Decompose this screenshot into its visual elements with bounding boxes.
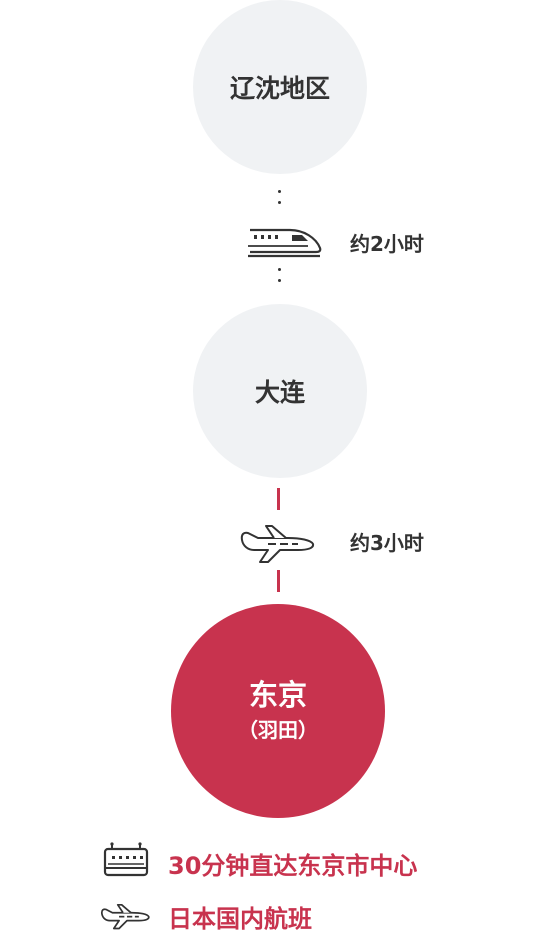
station-dalian-label: 大连 bbox=[254, 378, 305, 407]
station-tokyo: 东京 （羽田） bbox=[171, 604, 385, 818]
station-liaoshen: 辽沈地区 bbox=[193, 0, 367, 174]
station-tokyo-sublabel: （羽田） bbox=[238, 718, 318, 742]
airplane-icon bbox=[236, 520, 318, 570]
dotted-connector-top bbox=[278, 190, 282, 212]
dotted-connector-bottom bbox=[278, 268, 282, 290]
flight-duration: 约3小时 bbox=[350, 531, 424, 555]
monorail-train-icon bbox=[102, 842, 150, 882]
dashed-connector-top bbox=[277, 488, 280, 510]
legend-monorail-text: 30分钟直达东京市中心 bbox=[168, 852, 418, 880]
station-dalian: 大连 bbox=[193, 304, 367, 478]
train-duration: 约2小时 bbox=[350, 232, 424, 256]
station-tokyo-label: 东京 bbox=[248, 678, 307, 712]
legend-domestic-flight-text: 日本国内航班 bbox=[168, 905, 312, 933]
airplane-icon bbox=[98, 900, 152, 934]
bullet-train-icon bbox=[246, 222, 324, 264]
dashed-connector-bottom bbox=[277, 570, 280, 592]
station-liaoshen-label: 辽沈地区 bbox=[229, 74, 330, 103]
